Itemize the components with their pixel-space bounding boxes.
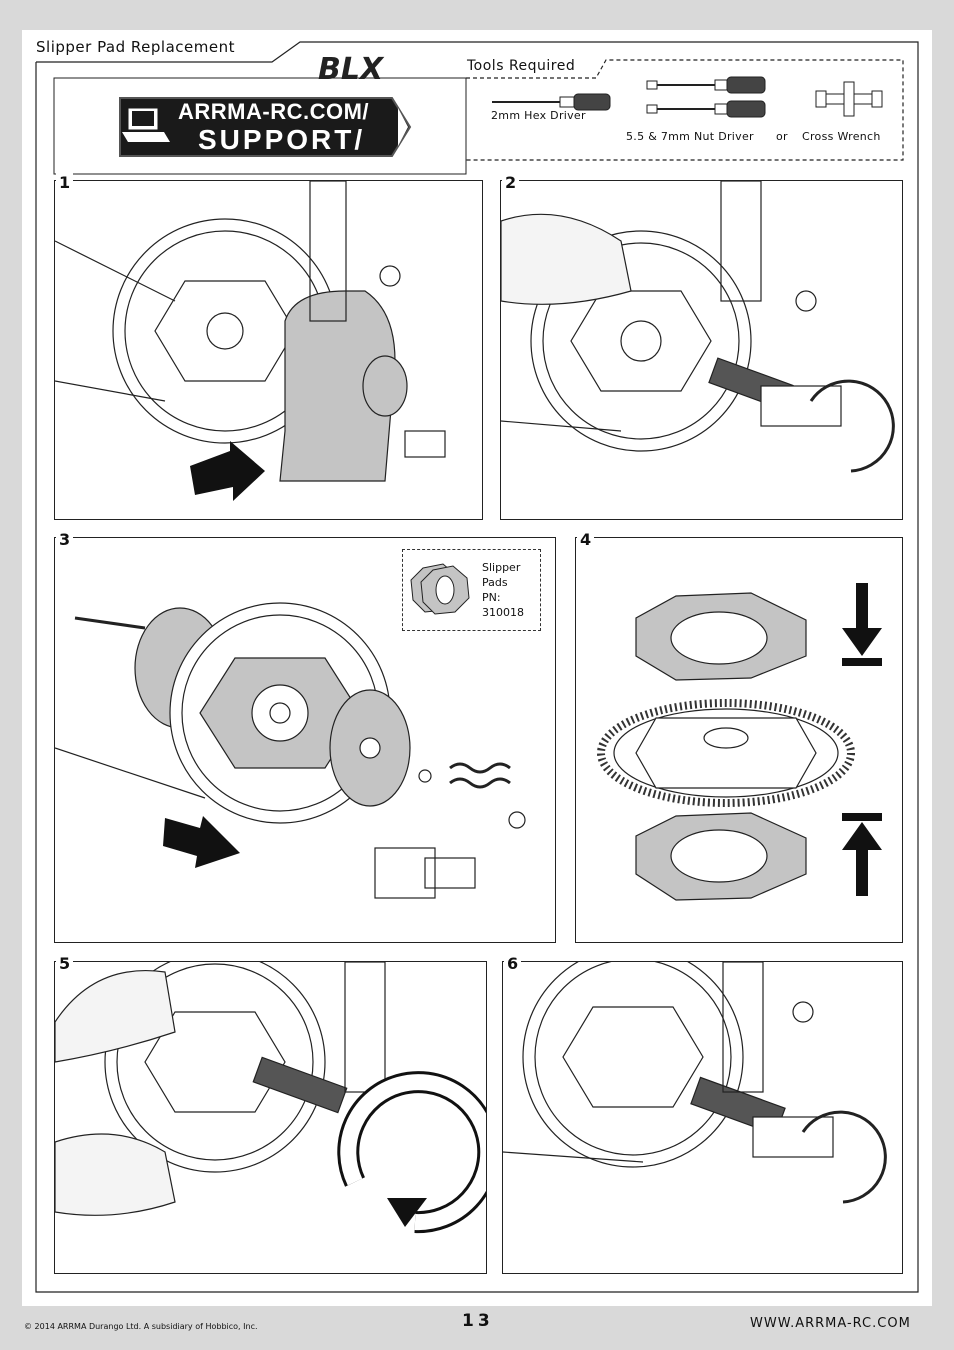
step-5-illustration [55,962,486,1234]
step-2-illustration [501,181,895,473]
slipper-line4: 310018 [482,606,524,619]
support-url-line2[interactable]: SUPPORT/ [198,124,366,155]
step-4-number: 4 [577,530,595,549]
slipper-pads-icon [410,563,470,615]
support-url-line1[interactable]: ARRMA-RC.COM/ [178,99,370,124]
step-3-number: 3 [56,530,74,549]
support-badge [119,97,412,157]
website-link[interactable]: WWW.ARRMA-RC.COM [750,1316,911,1331]
slipper-line3: PN: [482,591,501,604]
step-6-number: 6 [504,954,522,973]
step-5-number: 5 [56,954,74,973]
tools-required-title: Tools Required [467,58,576,74]
press-down-arrow-icon [842,583,882,666]
cross-wrench-label: Cross Wrench [802,130,881,143]
step-1-illustration [55,181,482,519]
step-4-illustration [597,583,882,901]
step-6-illustration [503,962,887,1204]
step-1-panel [54,180,483,520]
step-5-panel [54,961,487,1274]
nut-driver-label: 5.5 & 7mm Nut Driver [626,130,754,143]
step-1-number: 1 [56,173,74,192]
step-3-panel [54,537,556,943]
copyright-text: © 2014 ARRMA Durango Ltd. A subsidiary o… [24,1322,258,1331]
cross-wrench-icon [815,81,883,117]
arrow-icon [190,441,265,501]
step-3-illustration [55,602,526,899]
nut-driver-icon [646,76,766,118]
step-2-panel [500,180,903,520]
laptop-icon [126,106,176,146]
slipper-line2: Pads [482,576,508,589]
hex-driver-icon [492,93,611,111]
or-label: or [776,130,788,143]
arrow-icon [163,816,240,868]
slipper-pads-callout [402,549,541,631]
step-4-panel [575,537,903,943]
slipper-line1: Slipper [482,561,521,574]
blx-logo: BLX [318,52,384,87]
page-number: 13 [462,1311,494,1331]
step-2-number: 2 [502,173,520,192]
press-up-arrow-icon [842,813,882,896]
step-6-panel [502,961,903,1274]
page-title: Slipper Pad Replacement [36,38,235,56]
slipper-pads-text: Slipper Pads PN: 310018 [482,560,524,620]
hex-driver-label: 2mm Hex Driver [491,109,586,122]
